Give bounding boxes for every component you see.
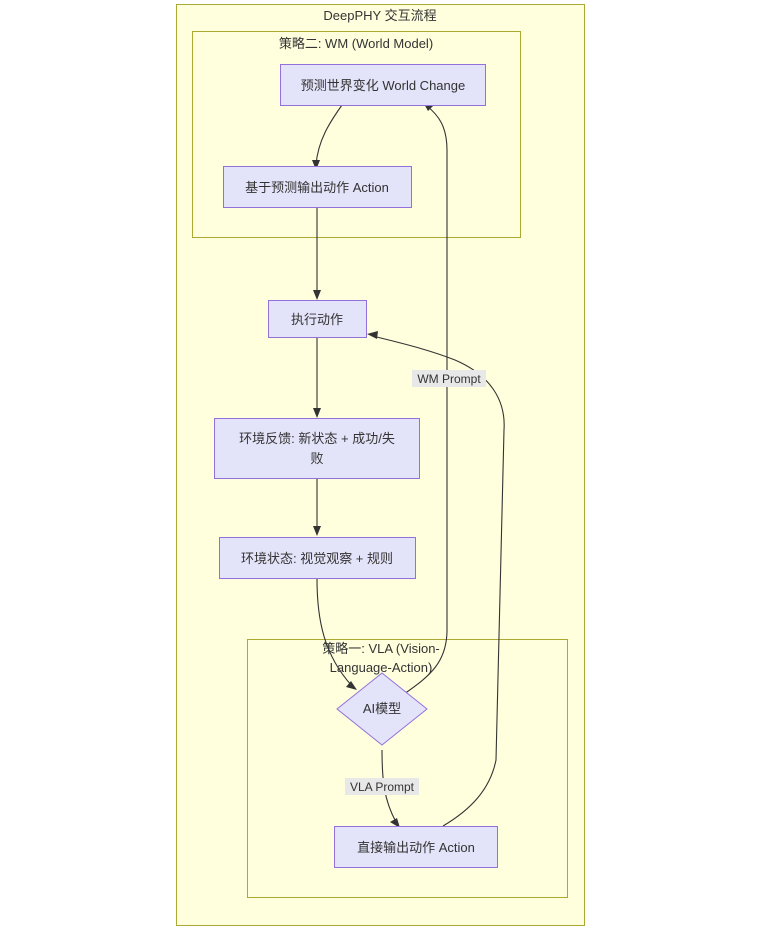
edge-execute-to-feedback xyxy=(313,338,321,418)
node-feedback[interactable]: 环境反馈: 新状态 + 成功/失 败 xyxy=(214,418,420,479)
edge-env-state-to-ai-model xyxy=(316,578,357,690)
node-feedback-label-line1: 环境反馈: 新状态 + 成功/失 xyxy=(239,431,395,446)
cluster-wm-label: 策略二: WM (World Model) xyxy=(279,36,433,51)
edge-label-wm-prompt-text: WM Prompt xyxy=(417,372,481,386)
node-feedback-label-line2: 败 xyxy=(310,451,323,466)
node-wm-action-label: 基于预测输出动作 Action xyxy=(245,180,389,195)
node-ai-model[interactable]: AI模型 xyxy=(336,672,428,746)
edge-label-vla-prompt-text: VLA Prompt xyxy=(350,780,415,794)
cluster-vla-label-line2: Language-Action) xyxy=(330,660,433,675)
cluster-vla-label-line1: 策略一: VLA (Vision- xyxy=(322,641,440,656)
node-wm-action[interactable]: 基于预测输出动作 Action xyxy=(223,166,412,208)
edge-label-vla-prompt: VLA Prompt xyxy=(345,778,419,795)
node-execute[interactable]: 执行动作 xyxy=(268,300,367,338)
edge-vla-action-to-execute xyxy=(367,331,505,827)
node-vla-action-label: 直接输出动作 Action xyxy=(357,840,475,855)
edge-world-change-to-wm-action xyxy=(312,104,343,170)
node-vla-action[interactable]: 直接输出动作 Action xyxy=(334,826,498,868)
node-env-state[interactable]: 环境状态: 视觉观察 + 规则 xyxy=(219,537,416,579)
cluster-vla xyxy=(247,639,568,898)
node-execute-label: 执行动作 xyxy=(291,312,343,327)
cluster-root-label: DeepPHY 交互流程 xyxy=(323,8,436,23)
edge-wm-action-to-execute xyxy=(313,208,321,300)
edge-feedback-to-env-state xyxy=(313,479,321,536)
node-world-change-label: 预测世界变化 World Change xyxy=(301,78,465,93)
node-env-state-label: 环境状态: 视觉观察 + 规则 xyxy=(241,551,393,566)
edge-label-wm-prompt: WM Prompt xyxy=(412,370,486,387)
node-ai-model-label: AI模型 xyxy=(363,701,401,716)
node-world-change[interactable]: 预测世界变化 World Change xyxy=(280,64,486,106)
